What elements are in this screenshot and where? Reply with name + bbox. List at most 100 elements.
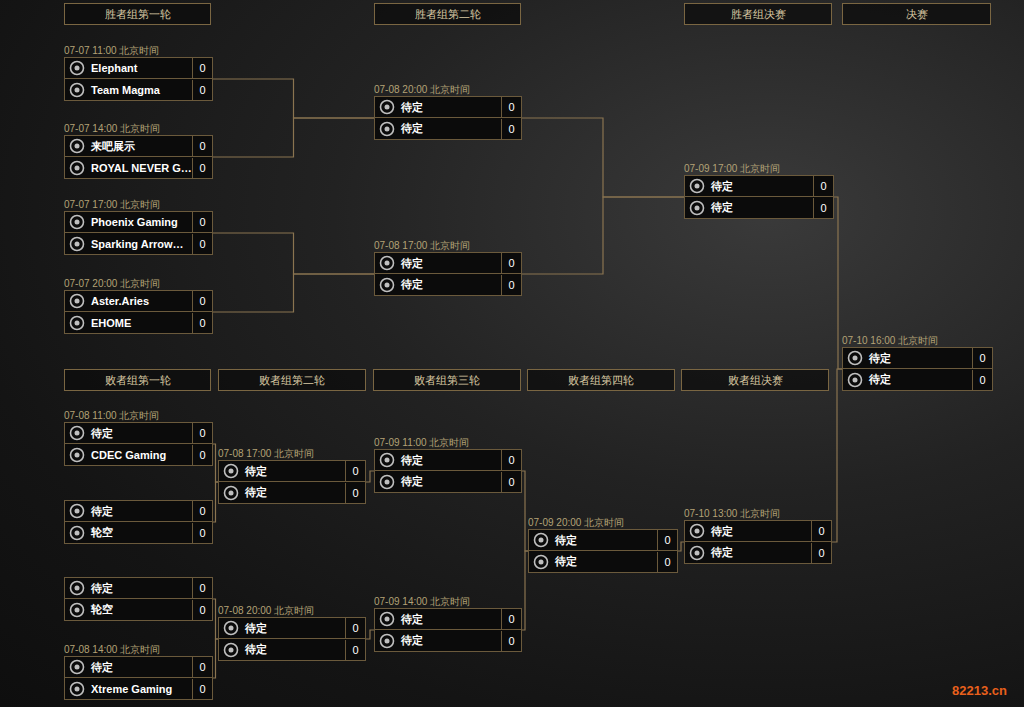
- score: 0: [345, 461, 365, 481]
- team-name: 待定: [245, 642, 345, 657]
- team-logo: [375, 275, 401, 295]
- score: 0: [192, 234, 212, 254]
- team-name: Team Magma: [91, 84, 192, 96]
- team-name: 待定: [401, 474, 501, 489]
- team-logo: [65, 501, 91, 521]
- team-logo: [685, 521, 711, 541]
- team-logo: [65, 423, 91, 443]
- match-time: 07-08 14:00 北京时间: [64, 644, 213, 656]
- team-row: 待定0: [64, 656, 213, 678]
- match-time: 07-09 20:00 北京时间: [528, 517, 678, 529]
- match-group: 07-08 17:00 北京时间待定0待定0: [218, 448, 366, 504]
- team-row: 待定0: [374, 449, 522, 471]
- team-row: Aster.Aries0: [64, 290, 213, 312]
- bracket-line: [213, 233, 374, 274]
- team-logo: [65, 136, 91, 156]
- team-name: 待定: [869, 351, 972, 366]
- team-logo: [375, 609, 401, 629]
- match-time: 07-07 17:00 北京时间: [64, 199, 213, 211]
- team-row: 待定0: [374, 118, 522, 140]
- score: 0: [501, 631, 521, 651]
- round-title: 败者组决赛: [728, 373, 783, 388]
- team-name: 待定: [91, 504, 192, 519]
- team-row: Elephant0: [64, 57, 213, 79]
- score: 0: [192, 313, 212, 333]
- team-logo: [65, 679, 91, 699]
- score: 0: [501, 472, 521, 492]
- team-row: 待定0: [842, 347, 993, 369]
- match-time: 07-08 20:00 北京时间: [374, 84, 522, 96]
- match-time: 07-10 16:00 北京时间: [842, 335, 993, 347]
- team-row: 待定0: [684, 175, 834, 197]
- team-logo: [685, 176, 711, 196]
- match-group: 待定0轮空0: [64, 577, 213, 621]
- team-name: 待定: [401, 277, 501, 292]
- team-logo: [65, 445, 91, 465]
- score: 0: [192, 501, 212, 521]
- team-name: 待定: [869, 372, 972, 387]
- bracket-line: [213, 118, 374, 157]
- team-row: 待定0: [528, 551, 678, 573]
- team-row: 待定0: [374, 96, 522, 118]
- team-row: 待定0: [218, 617, 366, 639]
- team-logo: [843, 370, 869, 390]
- score: 0: [972, 348, 992, 368]
- team-name: 待定: [245, 485, 345, 500]
- team-row: 待定0: [64, 577, 213, 599]
- team-logo: [375, 631, 401, 651]
- score: 0: [192, 600, 212, 620]
- team-name: 来吧展示: [91, 139, 192, 154]
- match-group: 07-08 20:00 北京时间待定0待定0: [374, 84, 522, 140]
- team-row: 待定0: [684, 542, 832, 564]
- score: 0: [972, 370, 992, 390]
- team-row: 待定0: [374, 471, 522, 493]
- team-name: 待定: [711, 524, 811, 539]
- team-name: 待定: [711, 200, 813, 215]
- team-row: 待定0: [842, 369, 993, 391]
- score: 0: [501, 97, 521, 117]
- match-time: 07-09 11:00 北京时间: [374, 437, 522, 449]
- team-name: 待定: [555, 554, 657, 569]
- score: 0: [345, 640, 365, 660]
- score: 0: [501, 275, 521, 295]
- match-time: 07-08 11:00 北京时间: [64, 410, 213, 422]
- team-name: 待定: [401, 121, 501, 136]
- team-logo: [65, 80, 91, 100]
- team-name: 待定: [401, 100, 501, 115]
- team-row: 轮空0: [64, 599, 213, 621]
- team-row: 待定0: [218, 482, 366, 504]
- bracket-line: [832, 369, 842, 542]
- match-group: 07-07 11:00 北京时间Elephant0Team Magma0: [64, 45, 213, 101]
- team-name: Elephant: [91, 62, 192, 74]
- team-logo: [375, 119, 401, 139]
- team-logo: [65, 58, 91, 78]
- score: 0: [192, 578, 212, 598]
- round-title: 胜者组第二轮: [415, 7, 481, 22]
- score: 0: [657, 530, 677, 550]
- round-header: 胜者组决赛: [684, 3, 832, 25]
- team-row: 待定0: [374, 630, 522, 652]
- watermark: 82213.cn: [952, 683, 1007, 698]
- bracket-line: [834, 197, 842, 369]
- match-time: 07-08 17:00 北京时间: [218, 448, 366, 460]
- team-name: 待定: [711, 545, 811, 560]
- team-name: 待定: [401, 453, 501, 468]
- score: 0: [192, 445, 212, 465]
- round-header: 败者组第一轮: [64, 369, 211, 391]
- match-group: 07-09 11:00 北京时间待定0待定0: [374, 437, 522, 493]
- team-name: 待定: [91, 426, 192, 441]
- score: 0: [192, 423, 212, 443]
- round-title: 胜者组第一轮: [105, 7, 171, 22]
- team-row: Team Magma0: [64, 79, 213, 101]
- match-time: 07-09 17:00 北京时间: [684, 163, 834, 175]
- match-group: 07-09 14:00 北京时间待定0待定0: [374, 596, 522, 652]
- score: 0: [192, 679, 212, 699]
- team-row: Xtreme Gaming0: [64, 678, 213, 700]
- score: 0: [813, 198, 833, 218]
- match-group: 07-08 14:00 北京时间待定0Xtreme Gaming0: [64, 644, 213, 700]
- score: 0: [501, 253, 521, 273]
- team-row: 待定0: [218, 639, 366, 661]
- team-name: 待定: [245, 621, 345, 636]
- team-name: Sparking Arrow…: [91, 238, 192, 250]
- round-header: 败者组第二轮: [218, 369, 366, 391]
